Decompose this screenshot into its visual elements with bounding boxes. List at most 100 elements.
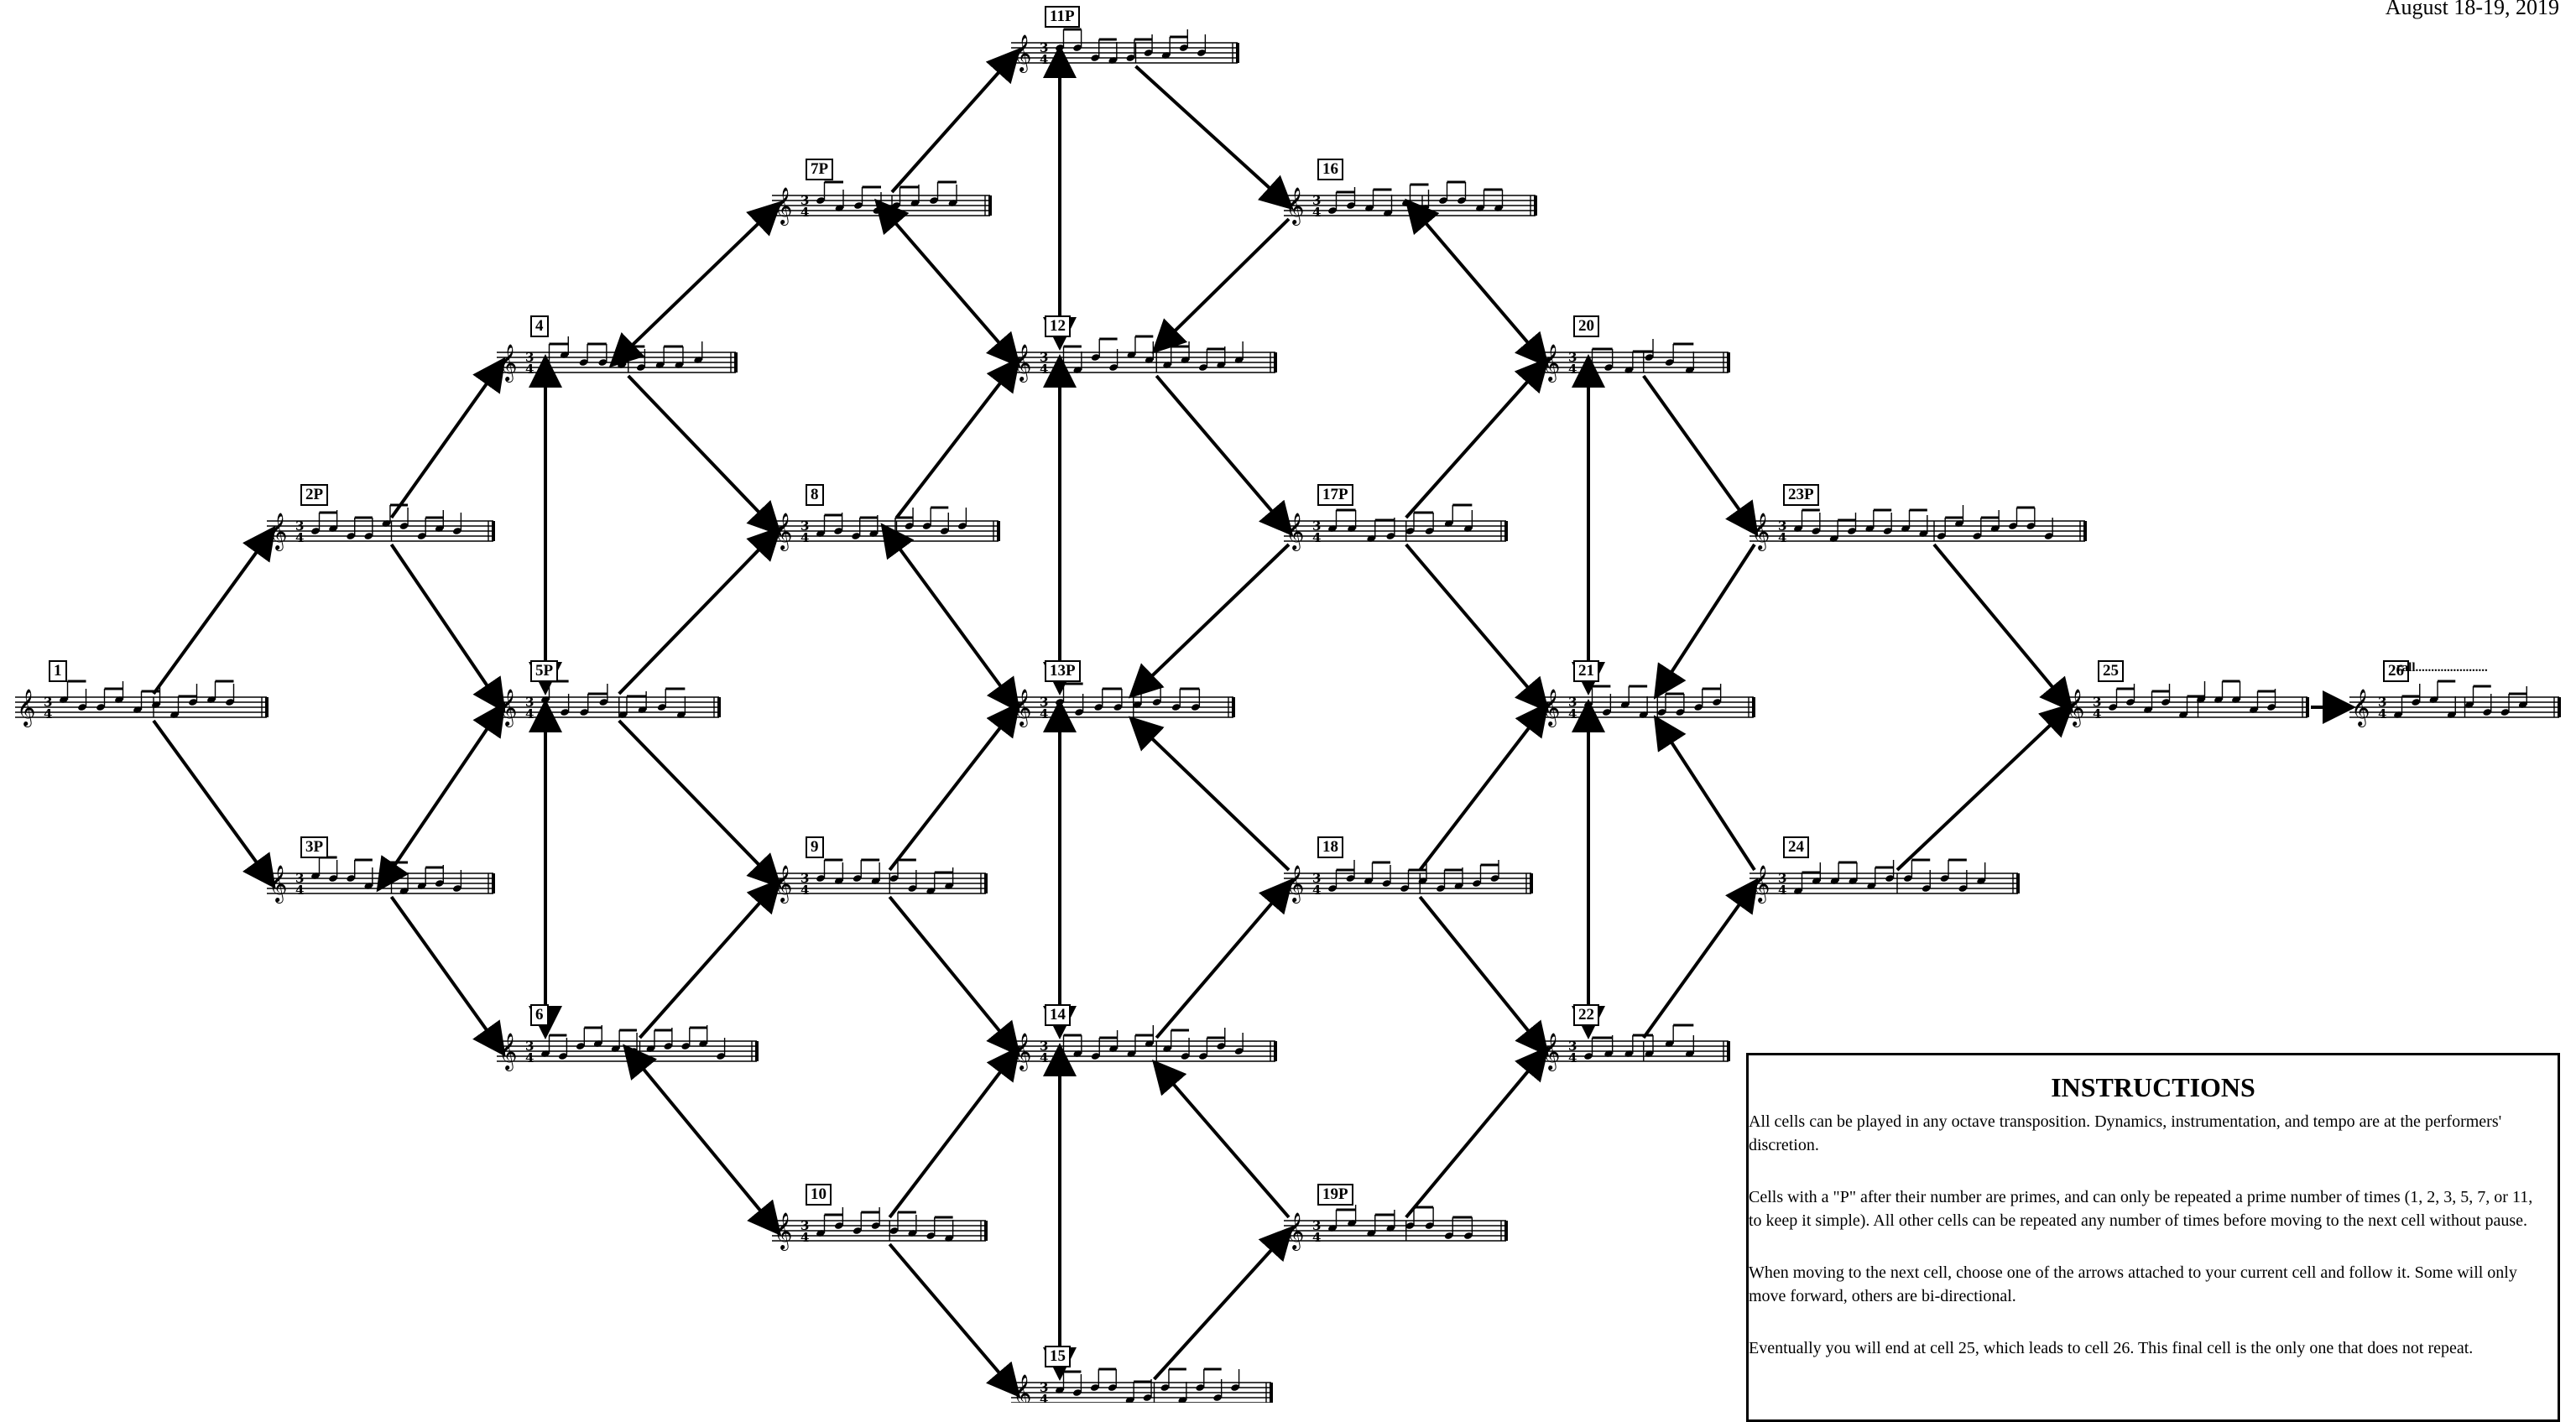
svg-text:3: 3 (1040, 1039, 1048, 1054)
staff-c22: 𝄞34 (1540, 1024, 1730, 1071)
arrow-c20-c23P (1642, 374, 1759, 537)
treble-clef-icon: 𝄞 (498, 344, 517, 383)
treble-clef-icon: 𝄞 (1541, 1033, 1560, 1071)
svg-text:4: 4 (295, 530, 304, 545)
svg-text:3: 3 (1568, 1039, 1577, 1054)
svg-text:4: 4 (1040, 1050, 1048, 1065)
cell-label-26: 26 (2383, 660, 2409, 682)
arrow-c2P-c4 (389, 357, 506, 519)
treble-clef-icon: 𝄞 (1285, 1212, 1304, 1251)
treble-clef-icon: 𝄞 (774, 865, 792, 904)
arrow-c7P-c11P (890, 48, 1021, 194)
staff-c21: 𝄞34 (1540, 684, 1755, 727)
treble-clef-icon: 𝄞 (1751, 865, 1770, 904)
arrow-c14-c18 (1155, 878, 1294, 1039)
cell-label-10: 10 (806, 1184, 832, 1206)
treble-clef-icon: 𝄞 (1013, 344, 1031, 383)
svg-text:4: 4 (1312, 530, 1321, 545)
svg-text:4: 4 (1312, 205, 1321, 220)
treble-clef-icon: 𝄞 (269, 513, 287, 551)
instructions-paragraph: Eventually you will end at cell 25, whic… (1749, 1339, 2474, 1357)
arrow-c1-c2P (152, 525, 276, 695)
cell-label-16: 16 (1317, 159, 1343, 180)
treble-clef-icon: 𝄞 (498, 689, 517, 727)
staff-c23P: 𝄞34 (1749, 505, 2087, 551)
svg-text:3: 3 (2378, 695, 2386, 710)
treble-clef-icon: 𝄞 (1013, 1374, 1031, 1403)
svg-text:3: 3 (800, 1218, 809, 1233)
svg-text:3: 3 (295, 871, 304, 886)
cell-label-24: 24 (1783, 836, 1809, 858)
cell-label-9: 9 (806, 836, 824, 858)
staff-c24: 𝄞34 (1749, 858, 2020, 904)
arrow-c16-c20 (1405, 198, 1550, 368)
staff-c9: 𝄞34 (772, 858, 988, 904)
instructions-paragraph: When moving to the next cell, choose one… (1749, 1263, 2517, 1305)
staff-c10: 𝄞34 (772, 1207, 988, 1251)
svg-text:3: 3 (1312, 518, 1321, 534)
staff-c5P: 𝄞 34 (497, 680, 721, 727)
cell-label-15: 15 (1045, 1346, 1071, 1367)
svg-text:4: 4 (525, 706, 534, 721)
arrow-c23P-c21 (1653, 543, 1756, 700)
svg-text:3: 3 (295, 518, 304, 534)
svg-text:3: 3 (1568, 695, 1577, 710)
treble-clef-icon: 𝄞 (1285, 187, 1304, 226)
treble-clef-icon: 𝄞 (17, 689, 35, 727)
staff-c15: 𝄞34 (1011, 1367, 1273, 1403)
svg-text:3: 3 (1312, 871, 1321, 886)
arrow-c8-c12 (894, 357, 1020, 519)
svg-text:3: 3 (1312, 1218, 1321, 1233)
arrow-c12-c17P (1155, 374, 1294, 537)
cell-label-25: 25 (2098, 660, 2124, 682)
staff-c14: 𝄞34 (1011, 1025, 1277, 1071)
arrow-c11P-c16 (1134, 65, 1294, 211)
staff-c12: 𝄞34 (1011, 335, 1277, 383)
cell-label-21: 21 (1573, 660, 1599, 682)
rall-marking: rall....................... (2396, 661, 2488, 675)
svg-text:4: 4 (1312, 883, 1321, 898)
treble-clef-icon: 𝄞 (1751, 513, 1770, 551)
arrow-c17P-c20 (1405, 357, 1550, 519)
cell-label-17P: 17P (1317, 484, 1353, 506)
treble-clef-icon: 𝄞 (1013, 34, 1031, 73)
svg-text:4: 4 (1040, 52, 1048, 67)
svg-text:3: 3 (525, 695, 534, 710)
arrow-c4-c8 (627, 374, 782, 536)
staff-c3P: 𝄞34 (267, 856, 495, 904)
staff-c26: 𝄞34 (2349, 680, 2561, 727)
arrow-c24-c21 (1653, 715, 1756, 872)
svg-text:4: 4 (525, 1050, 534, 1065)
cell-label-22: 22 (1573, 1004, 1599, 1026)
arrow-c7P-c12 (874, 198, 1021, 368)
svg-text:3: 3 (1312, 193, 1321, 208)
arrow-c18-c22 (1418, 895, 1550, 1057)
arrow-c17P-c21 (1405, 543, 1550, 713)
arrow-c5P-c8 (618, 526, 782, 695)
cell-label-14: 14 (1045, 1004, 1071, 1026)
arrow-c10-c15 (888, 1242, 1021, 1399)
svg-text:3: 3 (44, 695, 52, 710)
svg-text:4: 4 (800, 1230, 809, 1245)
arrow-c18-c13P (1128, 716, 1291, 872)
arrow-c1-c3P (152, 719, 276, 889)
cell-label-4: 4 (530, 315, 549, 337)
instructions-box: INSTRUCTIONS All cells can be played in … (1746, 1053, 2560, 1422)
svg-text:4: 4 (295, 883, 304, 898)
treble-clef-icon: 𝄞 (1285, 865, 1304, 904)
arrow-c8-c13P (880, 523, 1020, 713)
treble-clef-icon: 𝄞 (1013, 689, 1031, 727)
svg-text:4: 4 (1040, 1392, 1048, 1403)
staff-c16: 𝄞 34 (1284, 180, 1537, 226)
arrow-c19P-c14 (1152, 1059, 1291, 1219)
staff-c7P: 𝄞34 (772, 180, 992, 226)
svg-text:3: 3 (800, 518, 809, 534)
svg-text:3: 3 (525, 350, 534, 365)
staff-c1: 𝄞 34 (15, 680, 269, 727)
svg-text:4: 4 (44, 706, 52, 721)
arrow-c4-c7P (608, 201, 782, 368)
instructions-paragraph: Cells with a "P" after their number are … (1749, 1188, 2533, 1230)
svg-text:3: 3 (1778, 871, 1786, 886)
staff-c20: 𝄞34 (1540, 339, 1730, 383)
